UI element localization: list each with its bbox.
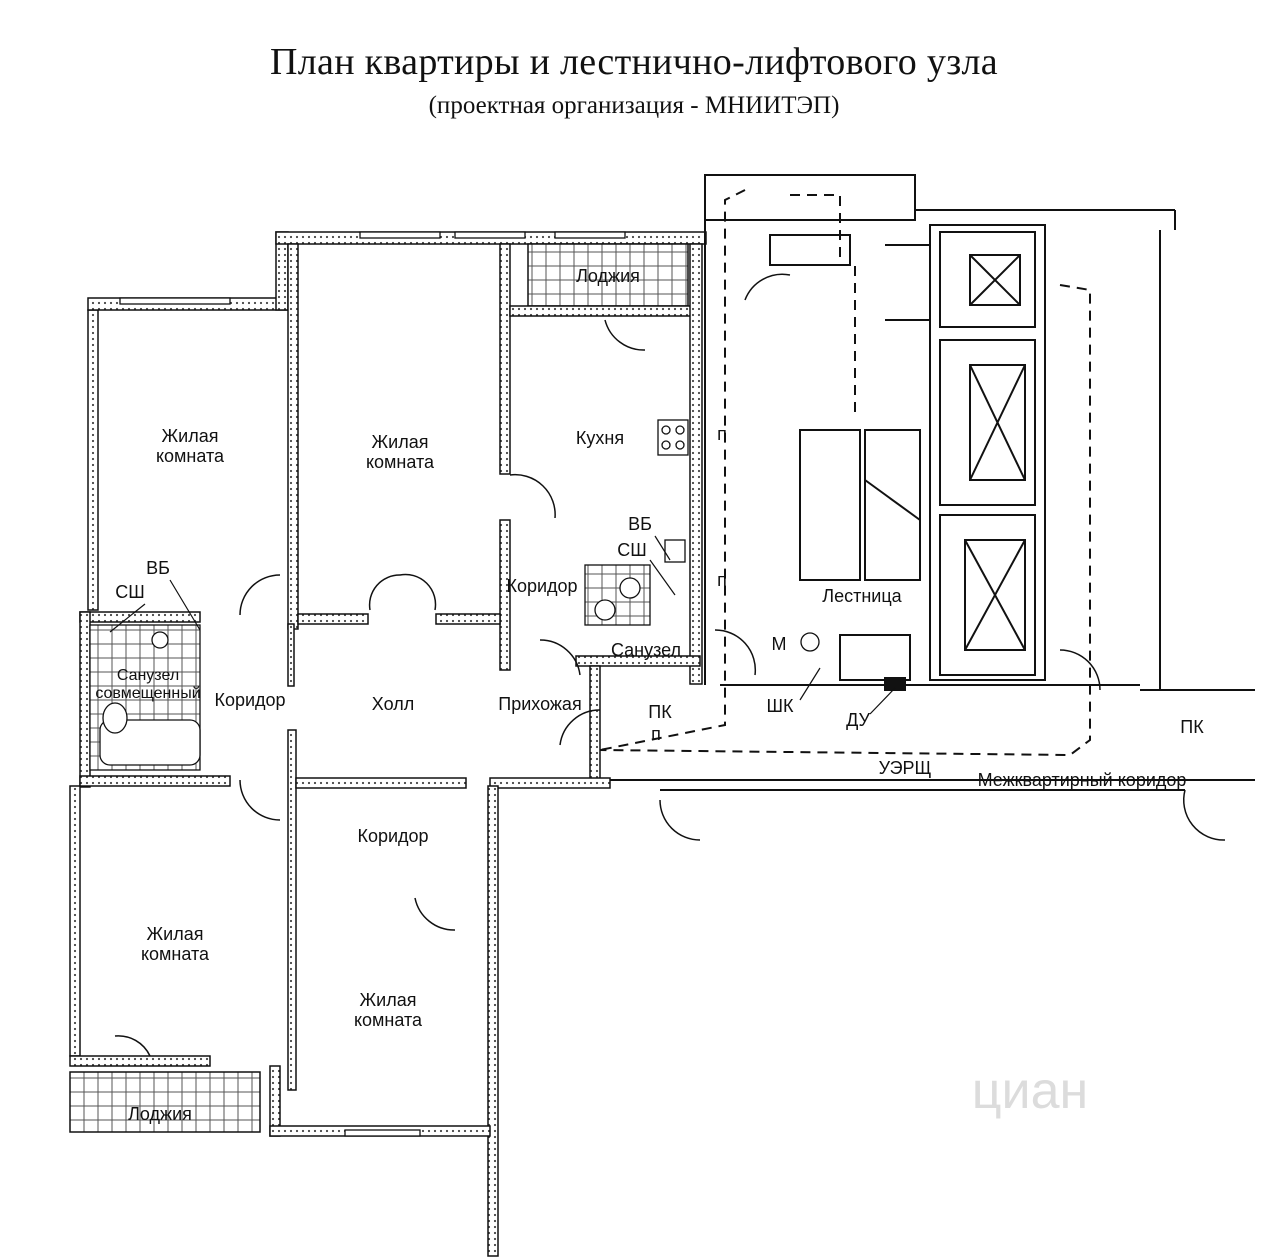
corridor-bottom-label: Коридор: [357, 826, 428, 846]
du-label: ДУ: [846, 710, 870, 730]
plan-subtitle: (проектная организация - МНИИТЭП): [428, 92, 840, 119]
bathroom-label: Санузел: [611, 640, 681, 660]
pk-right-label: ПК: [1180, 717, 1204, 737]
fixtures: [89, 419, 820, 771]
p-mark-1: п: [717, 424, 727, 444]
uerc-label: УЭРЩ: [879, 758, 932, 778]
stairs-label: Лестница: [822, 586, 902, 606]
sh-right-label: СШ: [617, 540, 647, 560]
entrance-hall-label: Прихожая: [498, 694, 581, 714]
loggia-bottom-label: Лоджия: [128, 1104, 192, 1124]
watermark-logo: циан: [972, 1062, 1088, 1120]
sh-left-label: СШ: [115, 582, 145, 602]
m-label: М: [772, 634, 787, 654]
loggia-top-label: Лоджия: [576, 266, 640, 286]
corridor-small-label: Коридор: [506, 576, 577, 596]
shk-label: ШК: [767, 696, 794, 716]
plan-title: План квартиры и лестнично-лифтового узла: [270, 41, 998, 83]
leader-lines: [109, 535, 896, 715]
doors: [114, 273, 1226, 1057]
vb-right-label: ВБ: [628, 514, 652, 534]
p-mark-2: п: [717, 570, 727, 590]
equipment-labels: ВБ СШ ВБ СШ ПК ПК ШК ДУ УЭРЩ М п п п: [115, 424, 1204, 778]
vb-left-label: ВБ: [146, 558, 170, 578]
stair-lift-node: [610, 174, 1255, 791]
interapartment-corridor-label: Межквартирный коридор: [978, 770, 1187, 790]
hall-label: Холл: [372, 694, 414, 714]
corridor-left-label: Коридор: [214, 690, 285, 710]
evacuation-path: [599, 189, 1091, 757]
kitchen-label: Кухня: [576, 428, 624, 448]
pk-left-label: ПК: [648, 702, 672, 722]
p-mark-3: п: [651, 724, 661, 744]
windows: [119, 231, 626, 1137]
